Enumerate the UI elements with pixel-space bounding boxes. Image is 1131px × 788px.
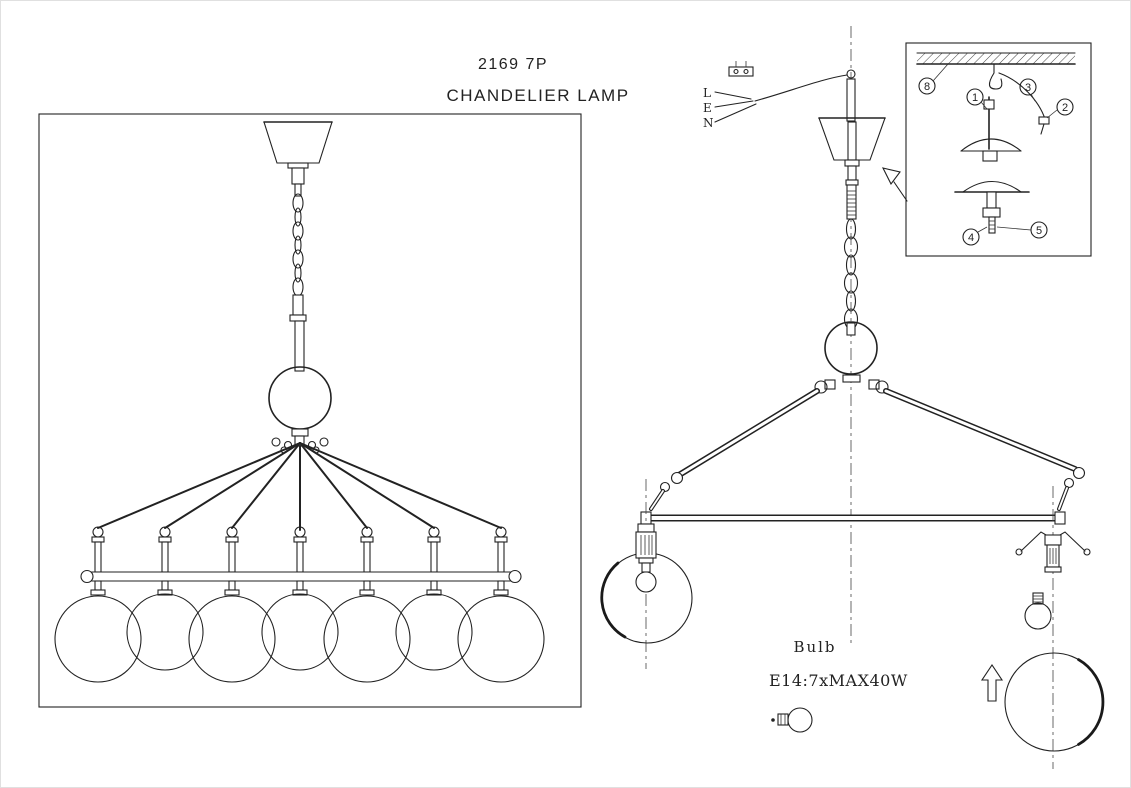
page-title: 2169 7P CHANDELIER LAMP xyxy=(446,56,629,105)
main-view xyxy=(38,113,582,708)
threaded-rod-and-chain xyxy=(843,184,859,336)
assembly-center-sphere xyxy=(824,321,878,375)
canopy-cross-section xyxy=(954,181,1030,234)
supply-wires: L E N xyxy=(703,61,856,130)
callout-3: 3 xyxy=(1019,78,1037,102)
wire-label-e: E xyxy=(703,101,712,115)
wire-label-l: L xyxy=(703,86,711,100)
lamp-title: CHANDELIER LAMP xyxy=(446,86,629,105)
right-lamp-assembly xyxy=(980,486,1105,769)
callout-2: 2 xyxy=(1046,98,1074,119)
globe xyxy=(395,593,473,671)
bulb-label: Bulb xyxy=(793,638,836,656)
mounting-bracket xyxy=(960,138,1022,162)
wire-label-n: N xyxy=(703,116,714,130)
cross-bar xyxy=(640,511,1066,525)
svg-text:2: 2 xyxy=(1062,102,1068,114)
svg-text:5: 5 xyxy=(1036,225,1042,237)
center-sphere xyxy=(268,366,332,430)
globe xyxy=(188,595,276,683)
inset-border xyxy=(905,42,1092,257)
assembly-view: L E N xyxy=(600,26,1105,769)
inset-leader-arrow xyxy=(881,167,908,202)
inset-wires xyxy=(998,72,1050,135)
ceiling-hook xyxy=(988,63,1003,90)
lamp-arms xyxy=(97,442,502,531)
mounting-rod xyxy=(983,96,995,150)
callout-5: 5 xyxy=(996,221,1048,239)
model-number: 2169 7P xyxy=(478,56,548,73)
assembly-canopy xyxy=(818,78,886,186)
hanging-chain xyxy=(289,193,307,372)
ceiling-section xyxy=(916,52,1076,65)
wire-loop xyxy=(846,69,856,79)
ceiling-canopy xyxy=(263,121,333,197)
hanging-bulb xyxy=(1024,592,1052,630)
main-view-border xyxy=(38,113,582,708)
detail-inset: 8 1 3 2 4 5 xyxy=(881,42,1092,257)
svg-text:3: 3 xyxy=(1025,82,1031,94)
left-lamp-assembly xyxy=(600,479,693,669)
globe xyxy=(261,593,339,671)
up-arrow xyxy=(980,664,1004,702)
svg-text:8: 8 xyxy=(924,81,930,93)
right-arm xyxy=(883,388,1086,511)
globe xyxy=(323,595,411,683)
bulb-spec: E14:7xMAX40W xyxy=(769,671,908,690)
callout-1: 1 xyxy=(966,88,988,110)
globe xyxy=(126,593,204,671)
glass-globes xyxy=(54,593,545,683)
assembly-hub xyxy=(814,374,889,394)
callout-8: 8 xyxy=(918,63,949,95)
svg-text:1: 1 xyxy=(972,92,978,104)
left-arm xyxy=(649,388,820,511)
left-bulb xyxy=(635,571,657,593)
callout-4: 4 xyxy=(962,226,988,246)
arm-loops-and-stems xyxy=(91,526,508,573)
globe xyxy=(457,595,545,683)
globe xyxy=(54,595,142,683)
svg-text:4: 4 xyxy=(968,232,974,244)
bulb-icon xyxy=(771,707,813,733)
lamp-necks xyxy=(90,580,509,596)
